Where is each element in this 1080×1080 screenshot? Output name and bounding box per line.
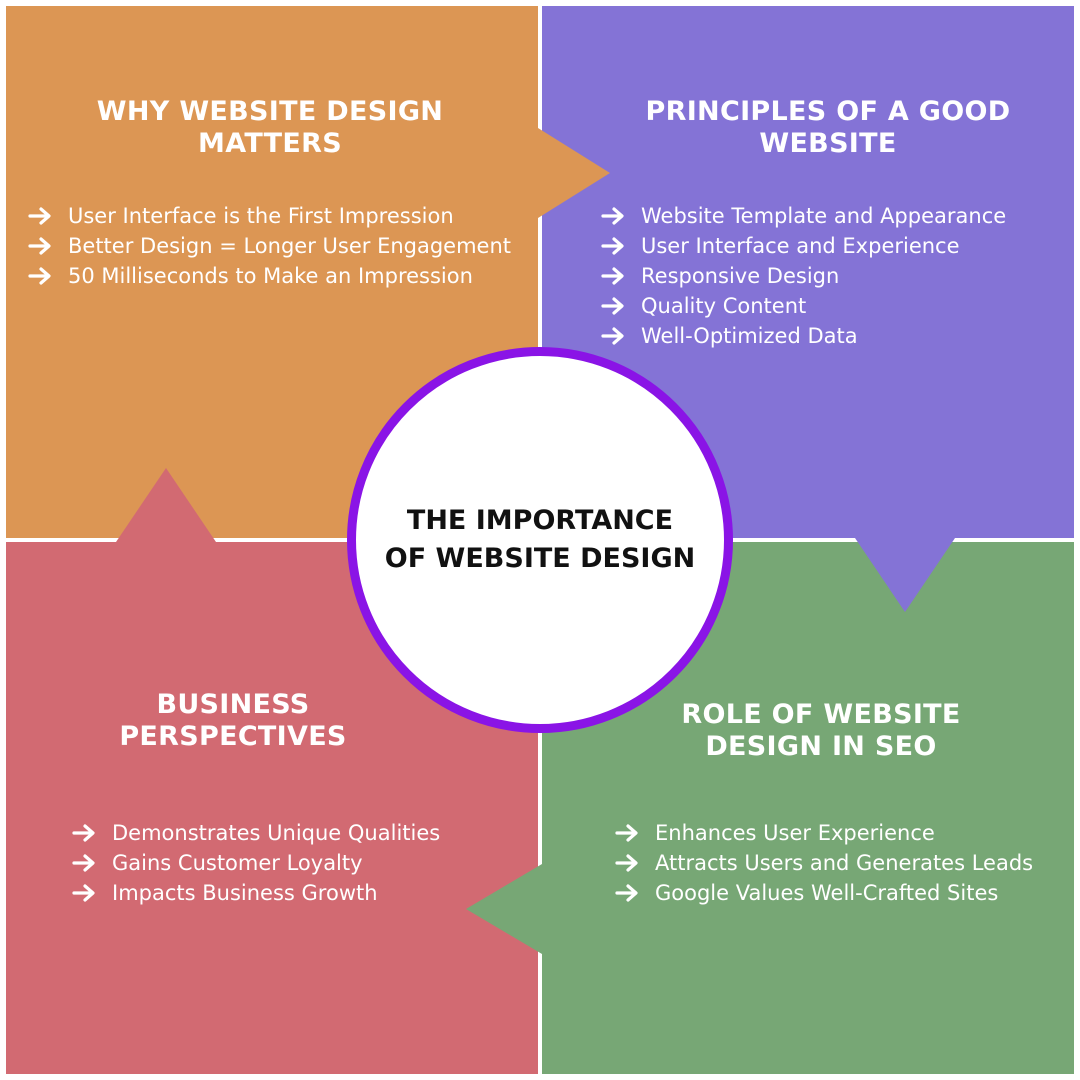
list-item: Better Design = Longer User Engagement (28, 231, 511, 261)
list-item-text: Google Values Well-Crafted Sites (655, 881, 999, 905)
green-connector-tab (466, 864, 542, 954)
list-item-text: Impacts Business Growth (112, 881, 378, 905)
center-title-line: OF WEBSITE DESIGN (384, 543, 696, 574)
list-item: Demonstrates Unique Qualities (72, 818, 440, 848)
arrow-right-icon (28, 207, 51, 225)
list-item: Responsive Design (601, 261, 1006, 291)
list-item: Gains Customer Loyalty (72, 848, 440, 878)
arrow-right-icon (72, 854, 95, 872)
list-item-text: User Interface is the First Impression (68, 204, 454, 228)
heading-line: BUSINESS (156, 689, 310, 720)
arrow-right-icon (72, 884, 95, 902)
heading-line: ROLE OF WEBSITE (681, 699, 961, 730)
business-perspectives-heading: BUSINESS PERSPECTIVES (20, 689, 446, 753)
center-title: THE IMPORTANCE OF WEBSITE DESIGN (385, 502, 695, 578)
heading-line: DESIGN IN SEO (705, 731, 937, 762)
list-item: Quality Content (601, 291, 1006, 321)
arrow-right-icon (601, 297, 624, 315)
arrow-right-icon (601, 327, 624, 345)
list-item: Well-Optimized Data (601, 321, 1006, 351)
why-design-matters-heading: WHY WEBSITE DESIGN MATTERS (20, 96, 520, 160)
list-item-text: Attracts Users and Generates Leads (655, 851, 1034, 875)
center-circle: THE IMPORTANCE OF WEBSITE DESIGN (347, 347, 733, 733)
heading-line: MATTERS (198, 128, 342, 159)
heading-line: PERSPECTIVES (119, 721, 347, 752)
seo-role-list: Enhances User Experience Attracts Users … (615, 818, 1033, 908)
list-item: Website Template and Appearance (601, 201, 1006, 231)
list-item-text: User Interface and Experience (641, 234, 960, 258)
red-connector-tab (116, 468, 216, 542)
heading-line: WHY WEBSITE DESIGN (96, 96, 444, 127)
list-item: Google Values Well-Crafted Sites (615, 878, 1033, 908)
arrow-right-icon (601, 237, 624, 255)
center-title-line: THE IMPORTANCE (406, 505, 674, 536)
heading-line: WEBSITE (759, 128, 897, 159)
list-item: Impacts Business Growth (72, 878, 440, 908)
principles-list: Website Template and Appearance User Int… (601, 201, 1006, 351)
list-item-text: Responsive Design (641, 264, 840, 288)
list-item: 50 Milliseconds to Make an Impression (28, 261, 511, 291)
purple-connector-tab (855, 538, 955, 612)
list-item-text: Better Design = Longer User Engagement (68, 234, 512, 258)
arrow-right-icon (28, 237, 51, 255)
arrow-right-icon (28, 267, 51, 285)
list-item: User Interface and Experience (601, 231, 1006, 261)
list-item: Attracts Users and Generates Leads (615, 848, 1033, 878)
orange-connector-tab (538, 128, 610, 218)
arrow-right-icon (72, 824, 95, 842)
arrow-right-icon (615, 854, 638, 872)
list-item-text: Gains Customer Loyalty (112, 851, 363, 875)
arrow-right-icon (615, 824, 638, 842)
arrow-right-icon (601, 267, 624, 285)
arrow-right-icon (601, 207, 624, 225)
list-item-text: Demonstrates Unique Qualities (112, 821, 441, 845)
list-item-text: Quality Content (641, 294, 807, 318)
list-item-text: Website Template and Appearance (641, 204, 1007, 228)
heading-line: PRINCIPLES OF A GOOD (645, 96, 1011, 127)
list-item-text: Well-Optimized Data (641, 324, 858, 348)
list-item-text: Enhances User Experience (655, 821, 935, 845)
seo-role-heading: ROLE OF WEBSITE DESIGN IN SEO (571, 699, 1071, 763)
list-item: Enhances User Experience (615, 818, 1033, 848)
why-design-matters-list: User Interface is the First Impression B… (28, 201, 511, 291)
principles-heading: PRINCIPLES OF A GOOD WEBSITE (578, 96, 1078, 160)
business-perspectives-list: Demonstrates Unique Qualities Gains Cust… (72, 818, 440, 908)
arrow-right-icon (615, 884, 638, 902)
list-item-text: 50 Milliseconds to Make an Impression (68, 264, 473, 288)
list-item: User Interface is the First Impression (28, 201, 511, 231)
